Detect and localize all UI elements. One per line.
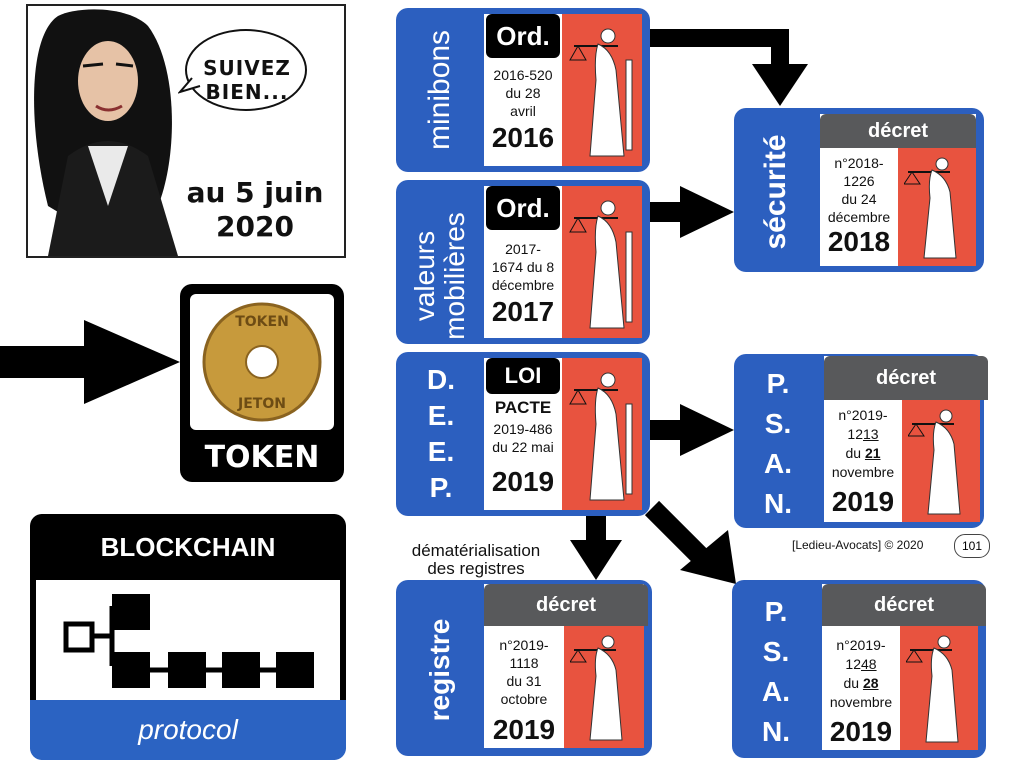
deep-header: LOI: [486, 358, 560, 394]
dematerialisation-note: dématérialisation des registres: [411, 541, 541, 578]
arrow-into-token-head: [84, 320, 180, 404]
securite-side-label: sécurité: [759, 134, 792, 250]
page-number: 101: [954, 534, 990, 558]
deep-letters: D. E. E. P.: [427, 364, 455, 503]
psan1-ref: n°2019- 1213 du 21 novembre: [831, 407, 895, 480]
arrow-deep-registre: [586, 512, 606, 546]
arrow-deep-registre-head: [570, 540, 622, 580]
arrow-deep-psan2-head: [680, 530, 736, 584]
psan2-letters: P. S. A. N.: [762, 596, 790, 747]
valeurs-header: Ord.: [486, 186, 560, 230]
minibons-header: Ord.: [486, 14, 560, 58]
securite-ref: n°2018- 1226 du 24 décembre: [827, 155, 891, 225]
registre-side-label: registre: [424, 618, 455, 722]
psan2-header: décret: [822, 584, 986, 626]
justice-statue-icon: [569, 372, 633, 501]
arrow-into-token: [0, 346, 90, 378]
token-coin-icon: TOKEN JETON: [202, 302, 322, 422]
lawyer-illustration: [34, 9, 178, 256]
coin-top-text: TOKEN: [235, 314, 289, 330]
arrow-valeurs-securite: [650, 202, 686, 222]
psan1-header: décret: [824, 356, 988, 400]
minibons-side-label: minibons: [423, 29, 456, 150]
justice-statue-icon: [904, 157, 957, 259]
justice-statue-icon: [570, 635, 623, 741]
coin-bottom-text: JETON: [237, 396, 286, 412]
speech-bubble: [178, 29, 307, 111]
valeurs-side-label: valeurs mobilières: [409, 212, 470, 340]
blockchain-header: [30, 514, 346, 580]
registre-header: décret: [484, 584, 648, 626]
psan1-letters: P. S. A. N.: [764, 368, 792, 519]
blockchain-title: BLOCKCHAIN: [100, 532, 276, 562]
justice-statue-icon: [569, 200, 633, 329]
registre-year: 2019: [492, 714, 556, 745]
arrow-minibons-securite-head: [752, 64, 808, 106]
securite-header: décret: [820, 114, 976, 148]
justice-statue-icon: [906, 635, 959, 743]
arrow-deep-psan: [650, 420, 686, 440]
psan1-year: 2019: [831, 486, 895, 517]
valeurs-ref: 2017- 1674 du 8 décembre: [491, 241, 555, 293]
deep-year: 2019: [491, 466, 555, 497]
justice-statue-icon: [908, 409, 961, 515]
registre-ref: n°2019- 1118 du 31 octobre: [499, 637, 549, 707]
psan2-year: 2019: [829, 716, 893, 747]
minibons-year: 2016: [491, 122, 555, 153]
arrow-valeurs-securite-head: [680, 186, 734, 238]
arrow-deep-psan2: [644, 500, 708, 564]
speech-text: SUIVEZ BIEN...: [203, 56, 291, 104]
deep-subheader: PACTE: [494, 398, 552, 417]
protocol-bar: [30, 700, 346, 760]
protocol-label: protocol: [138, 714, 238, 745]
chain-blocks-icon: [63, 594, 314, 688]
securite-year: 2018: [827, 226, 891, 257]
justice-statue-icon: [569, 28, 633, 157]
copyright-credit: [Ledieu-Avocats] © 2020: [792, 538, 924, 552]
valeurs-year: 2017: [491, 296, 555, 327]
arrow-minibons-securite: [650, 29, 789, 70]
psan2-ref: n°2019- 1248 du 28 novembre: [829, 637, 893, 710]
deep-ref: 2019-486 du 22 mai: [492, 421, 554, 455]
arrow-deep-psan-head: [680, 404, 734, 456]
minibons-ref: 2016-520 du 28 avril: [493, 67, 553, 119]
token-label: TOKEN: [204, 440, 320, 475]
date-label: au 5 juin 2020: [186, 176, 324, 243]
